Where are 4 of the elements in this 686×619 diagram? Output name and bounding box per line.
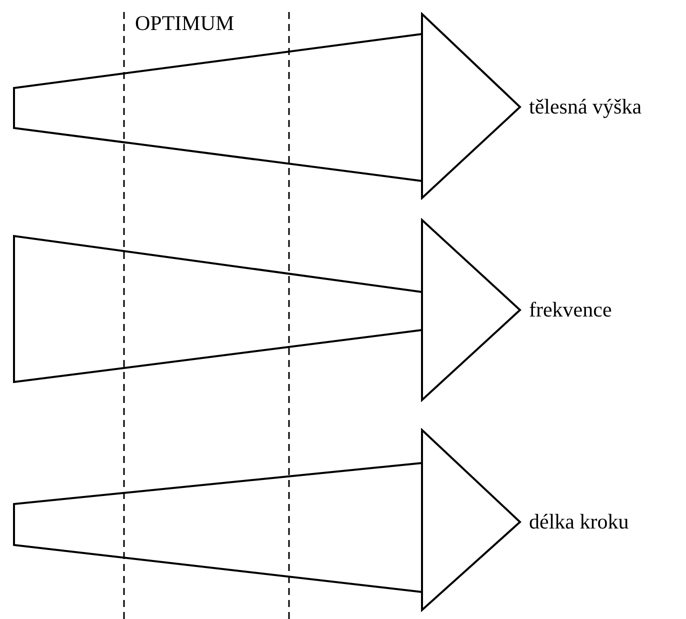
arrow-label: frekvence: [529, 298, 612, 322]
zone-label: OPTIMUM: [135, 12, 234, 36]
arrow-label: délka kroku: [529, 510, 629, 534]
arrow-label: tělesná výška: [529, 95, 642, 119]
